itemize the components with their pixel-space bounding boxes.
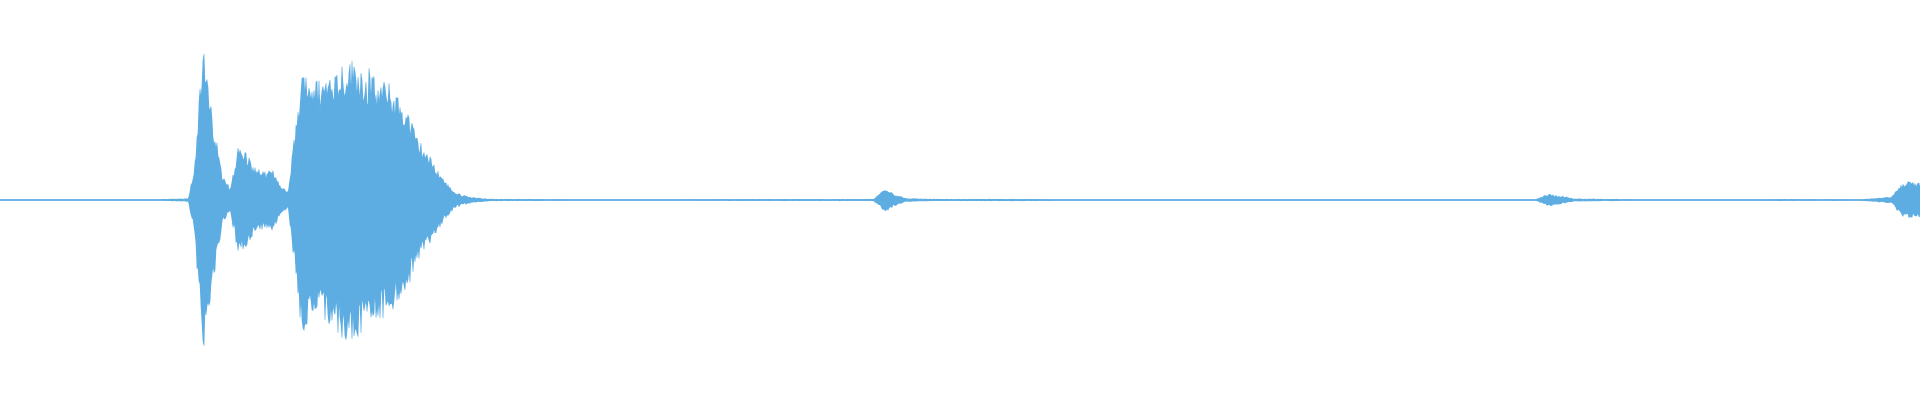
waveform-envelope bbox=[0, 53, 1920, 346]
